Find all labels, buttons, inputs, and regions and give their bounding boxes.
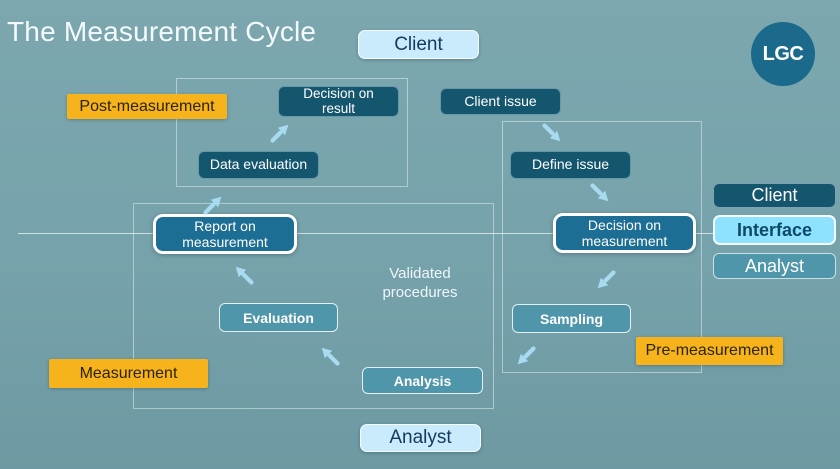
client-analyst-interface-line [18,233,715,234]
lgc-logo-icon: LGC [751,22,815,86]
legend-interface: Interface [713,215,836,245]
node-decision-on-result: Decision on result [278,86,399,117]
node-client-issue: Client issue [440,88,561,115]
arrow-down-left-icon [594,268,618,292]
lgc-logo-text: LGC [762,42,804,65]
arrow-down-right-icon [540,121,564,145]
node-define-issue: Define issue [510,151,631,179]
arrow-up-right-icon [268,121,292,145]
node-data-evaluation: Data evaluation [198,151,319,179]
legend-client: Client [713,183,836,208]
node-analysis: Analysis [362,367,483,394]
node-decision-on-measurement: Decision on measurement [553,213,696,253]
phase-pre-measurement: Pre-measurement [636,337,783,365]
arrow-down-left-icon [514,344,538,368]
validated-procedures-note: Validated procedures [382,265,458,301]
measurement-group-outline [133,203,494,409]
pre-measurement-group-outline [502,121,702,373]
node-sampling: Sampling [512,304,631,333]
page-title: The Measurement Cycle [7,16,317,47]
node-evaluation: Evaluation [219,303,338,332]
arrow-up-left-icon [318,344,342,368]
phase-measurement: Measurement [49,359,208,388]
arrow-down-right-icon [588,181,612,205]
arrow-up-left-icon [232,263,256,287]
phase-post-measurement: Post-measurement [67,94,227,119]
legend-analyst: Analyst [713,253,836,279]
arrow-up-right-icon [201,193,225,217]
actor-client-top: Client [358,30,479,59]
node-report-on-measurement: Report on measurement [153,214,297,254]
actor-analyst-bottom: Analyst [360,424,481,452]
post-measurement-group-outline [176,78,408,187]
